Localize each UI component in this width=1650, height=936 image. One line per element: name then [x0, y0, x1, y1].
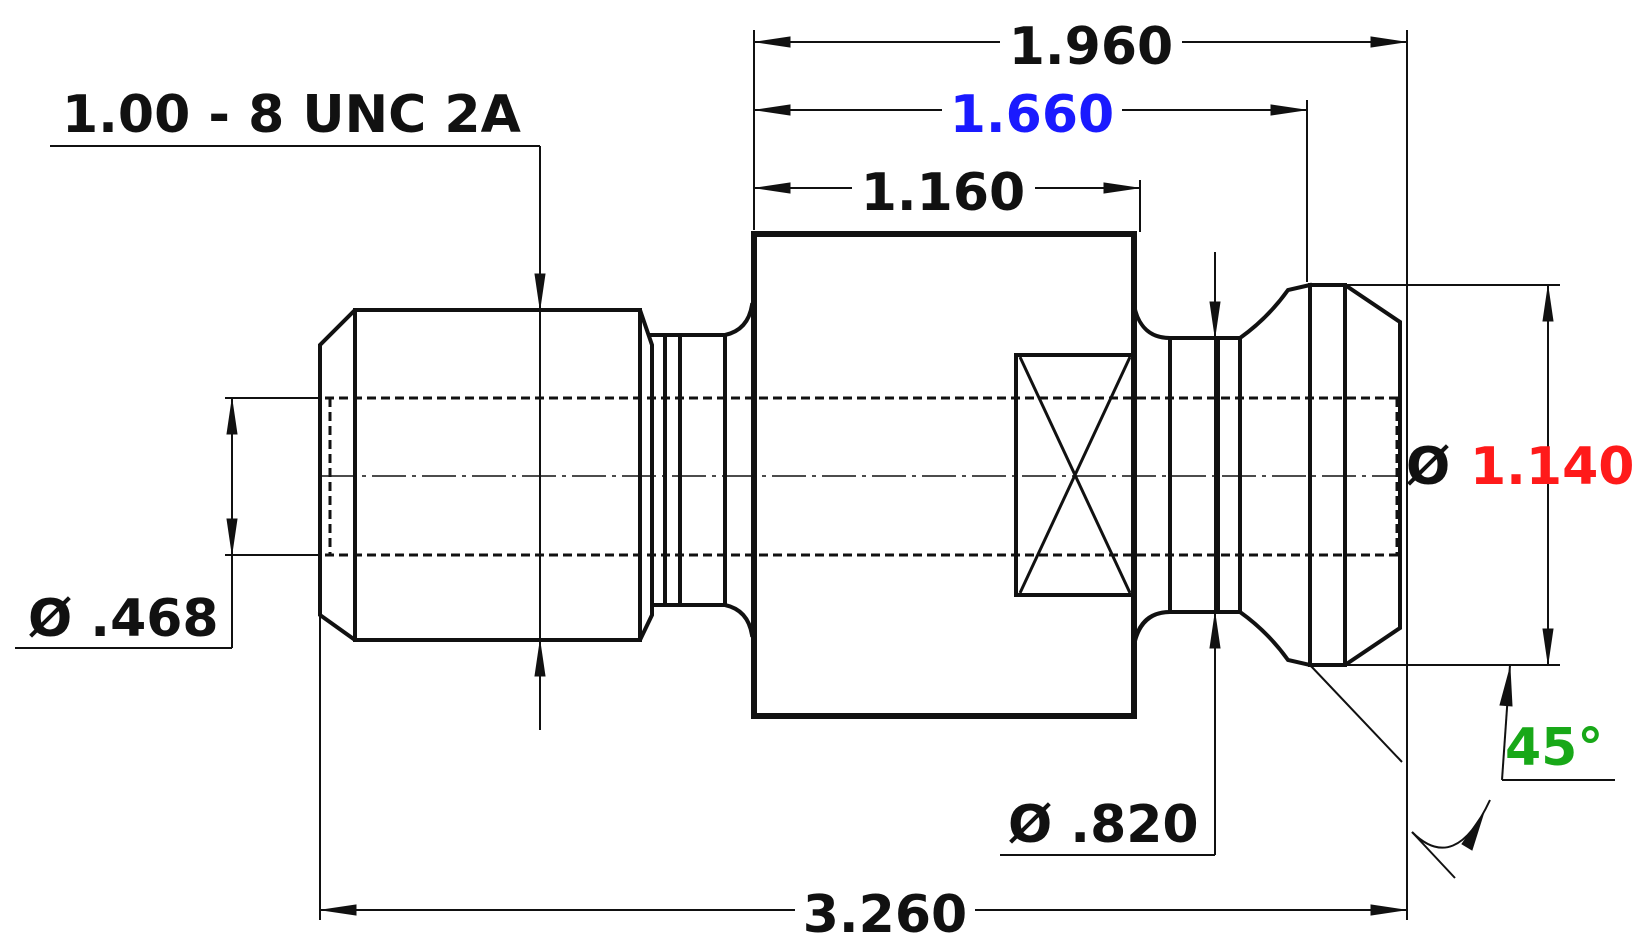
arrow-3260-right	[1370, 904, 1406, 916]
arrow-bore-top	[226, 399, 238, 435]
dimension-lines	[15, 30, 1615, 920]
arrow-thread-bottom	[534, 641, 546, 677]
arrow-1660-left	[755, 104, 791, 116]
hidden-lines	[322, 396, 1400, 557]
arrow-3260-left	[321, 904, 357, 916]
part-outline	[318, 231, 1402, 719]
threaded-end-outline	[318, 308, 654, 642]
arrow-chamfer-up	[1499, 667, 1513, 707]
arrow-1160-right	[1103, 182, 1139, 194]
dim-flange-label: 1.140	[1470, 437, 1634, 497]
arrow-neck-bottom	[1209, 613, 1221, 649]
arrow-thread-top	[534, 273, 546, 309]
arrow-neck-top	[1209, 301, 1221, 337]
arrow-1960-left	[755, 36, 791, 48]
dim-3260-label: 3.260	[803, 885, 967, 936]
arrow-1160-left	[755, 182, 791, 194]
flange-head-outline	[1308, 283, 1402, 667]
dim-1960-label: 1.960	[1009, 17, 1173, 77]
arrow-1660-right	[1270, 104, 1306, 116]
second-neck-outline	[1131, 282, 1313, 668]
arrow-chamfer-down	[1461, 811, 1485, 851]
dim-chamfer-label: 45°	[1505, 718, 1603, 778]
thread-callout: 1.00 - 8 UNC 2A	[62, 85, 521, 145]
dim-bore-label: Ø .468	[28, 589, 219, 649]
dim-1160-label: 1.160	[861, 163, 1025, 223]
wrench-flat	[1014, 353, 1136, 597]
dim-neck-label: Ø .820	[1008, 795, 1199, 855]
chamfer-leader-down	[1411, 831, 1456, 879]
arrowheads	[226, 36, 1554, 916]
dimension-text: 1.00 - 8 UNC 2A 1.960 1.660 1.160 3.260 …	[28, 17, 1634, 936]
wrench-flat-diag-b	[1018, 356, 1132, 594]
chamfer-ext-line	[1309, 664, 1403, 763]
arrow-flange-top	[1542, 286, 1554, 322]
arrow-bore-bottom	[226, 518, 238, 554]
dim-flange-symbol: Ø	[1406, 437, 1450, 497]
arrow-flange-bottom	[1542, 628, 1554, 664]
arrow-1960-right	[1370, 36, 1406, 48]
body-block	[751, 231, 1137, 719]
dim-1660-label: 1.660	[950, 85, 1114, 145]
